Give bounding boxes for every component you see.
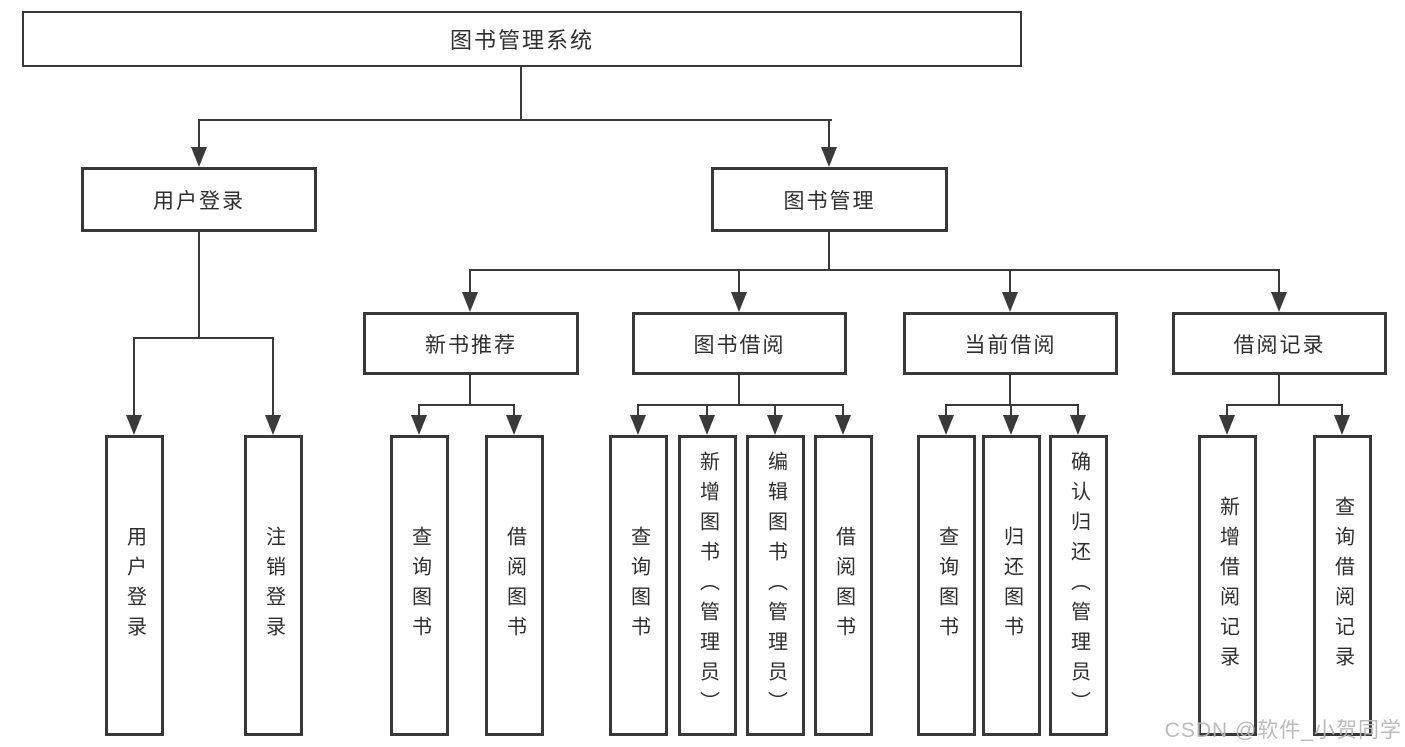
leaf-label: 注销登录 — [262, 525, 285, 646]
connector-line — [706, 404, 708, 417]
arrow-down-icon — [731, 292, 747, 312]
node-label: 借阅记录 — [1233, 333, 1326, 357]
connector-line — [637, 404, 844, 406]
arrow-down-icon — [1334, 415, 1350, 435]
arrow-down-icon — [821, 147, 837, 167]
connector-line — [1226, 404, 1228, 417]
leaf-label: 查询图书 — [935, 525, 958, 646]
node-book-borrowing: 图书借阅 — [632, 312, 847, 375]
leaf-current-return-books: 归还图书 — [982, 435, 1041, 736]
arrow-down-icon — [1070, 415, 1086, 435]
arrow-down-icon — [506, 415, 522, 435]
leaf-records-add-record: 新增借阅记录 — [1198, 435, 1257, 736]
leaf-borrowing-query-books: 查询图书 — [609, 435, 668, 736]
leaf-label: 查询借阅记录 — [1331, 495, 1354, 676]
node-new-book-recommend: 新书推荐 — [363, 312, 579, 375]
connector-line — [198, 232, 200, 339]
connector-line — [945, 404, 1079, 406]
leaf-user-login: 用户登录 — [105, 435, 164, 736]
node-label: 当前借阅 — [964, 333, 1057, 357]
connector-line — [133, 337, 135, 417]
arrow-down-icon — [191, 147, 207, 167]
connector-line — [469, 375, 471, 406]
leaf-borrowing-add-books-admin: 新增图书（管理员） — [678, 435, 737, 736]
connector-line — [469, 269, 1280, 271]
node-current-borrowing: 当前借阅 — [903, 312, 1118, 375]
leaf-label: 编辑图书（管理员） — [764, 450, 787, 721]
connector-line — [828, 119, 830, 150]
arrow-down-icon — [938, 415, 954, 435]
node-book-management: 图书管理 — [711, 167, 948, 232]
arrow-down-icon — [126, 415, 142, 435]
node-label: 图书管理 — [783, 189, 876, 213]
node-label: 新书推荐 — [425, 333, 517, 357]
connector-line — [1226, 404, 1343, 406]
connector-line — [1278, 375, 1280, 406]
leaf-current-confirm-return-admin: 确认归还（管理员） — [1049, 435, 1108, 736]
connector-line — [738, 375, 740, 406]
arrow-down-icon — [699, 415, 715, 435]
connector-line — [774, 404, 776, 417]
connector-line — [513, 404, 515, 417]
node-library-system: 图书管理系统 — [22, 11, 1022, 67]
node-label: 图书借阅 — [693, 333, 786, 357]
connector-line — [198, 119, 832, 121]
arrow-down-icon — [462, 292, 478, 312]
connector-line — [945, 404, 947, 417]
leaf-label: 借阅图书 — [503, 525, 526, 646]
arrow-down-icon — [835, 415, 851, 435]
node-borrowing-records: 借阅记录 — [1172, 312, 1387, 375]
leaf-label: 确认归还（管理员） — [1067, 450, 1090, 721]
leaf-label: 借阅图书 — [832, 525, 855, 646]
leaf-label: 归还图书 — [1000, 525, 1023, 646]
connector-line — [828, 232, 830, 271]
connector-line — [520, 67, 522, 121]
leaf-label: 用户登录 — [123, 525, 146, 646]
connector-line — [272, 337, 274, 417]
connector-line — [1009, 269, 1011, 294]
arrow-down-icon — [1003, 415, 1019, 435]
arrow-down-icon — [1002, 292, 1018, 312]
connector-line — [469, 269, 471, 294]
connector-line — [637, 404, 639, 417]
connector-line — [1077, 404, 1079, 417]
connector-line — [418, 404, 420, 417]
leaf-borrowing-borrow-books: 借阅图书 — [814, 435, 873, 736]
leaf-label: 查询图书 — [627, 525, 650, 646]
node-label: 用户登录 — [153, 189, 245, 213]
arrow-down-icon — [1219, 415, 1235, 435]
connector-line — [418, 404, 515, 406]
arrow-down-icon — [630, 415, 646, 435]
arrow-down-icon — [411, 415, 427, 435]
leaf-borrowing-edit-books-admin: 编辑图书（管理员） — [746, 435, 805, 736]
arrow-down-icon — [265, 415, 281, 435]
connector-line — [1009, 375, 1011, 406]
connector-line — [198, 119, 200, 150]
arrow-down-icon — [1271, 292, 1287, 312]
connector-line — [842, 404, 844, 417]
connector-line — [1278, 269, 1280, 294]
leaf-label: 新增借阅记录 — [1216, 495, 1239, 676]
leaf-current-query-books: 查询图书 — [917, 435, 976, 736]
leaf-label: 新增图书（管理员） — [696, 450, 719, 721]
leaf-recommend-query-books: 查询图书 — [390, 435, 449, 736]
connector-line — [1341, 404, 1343, 417]
node-user-login: 用户登录 — [81, 167, 317, 232]
arrow-down-icon — [767, 415, 783, 435]
leaf-recommend-borrow-books: 借阅图书 — [485, 435, 544, 736]
leaf-logout: 注销登录 — [244, 435, 303, 736]
leaf-records-query-record: 查询借阅记录 — [1313, 435, 1372, 736]
connector-line — [133, 337, 274, 339]
leaf-label: 查询图书 — [408, 525, 431, 646]
connector-line — [738, 269, 740, 294]
watermark: CSDN @软件_小贺同学 — [1164, 719, 1402, 742]
connector-line — [1010, 404, 1012, 417]
node-label: 图书管理系统 — [449, 28, 594, 53]
